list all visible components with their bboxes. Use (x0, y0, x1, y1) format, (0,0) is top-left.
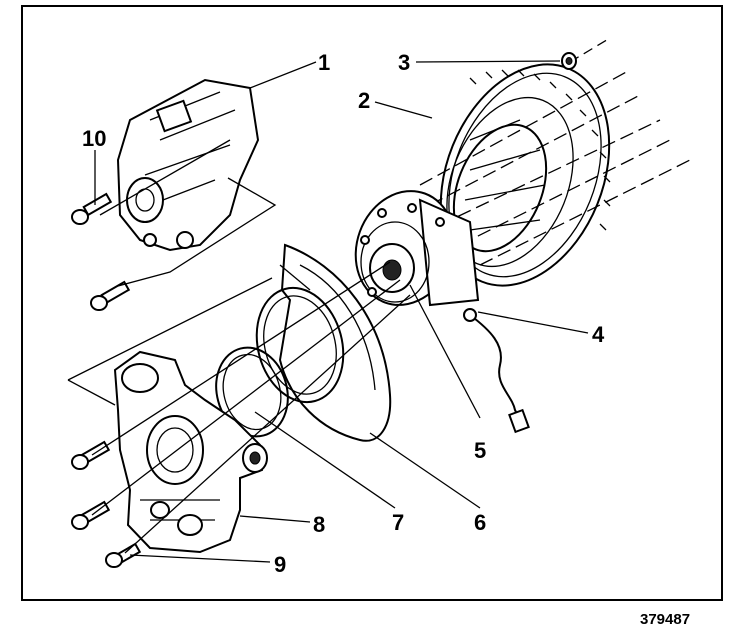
brake-rotor (439, 63, 611, 287)
hub-bolt-3 (105, 542, 142, 568)
callout-3: 3 (398, 50, 410, 75)
callout-5: 5 (474, 438, 486, 463)
caliper-bolt-lower (90, 280, 131, 311)
wheel-stud-axes (419, 37, 691, 266)
seal-ring (215, 286, 345, 438)
callout-9: 9 (274, 552, 286, 577)
callout-1: 1 (318, 50, 330, 75)
wheel-nut (561, 52, 577, 70)
brake-caliper (116, 78, 260, 252)
diagram-border (21, 5, 723, 601)
callout-10: 10 (82, 126, 106, 151)
leader-lines (94, 60, 589, 563)
callout-4: 4 (592, 322, 605, 347)
hub-bearing-assembly (354, 190, 480, 307)
callout-6: 6 (474, 510, 486, 535)
caliper-bracket-line (117, 177, 277, 287)
callout-7: 7 (392, 510, 404, 535)
knuckle-bracket-side (67, 379, 116, 406)
hub-bolt-1 (71, 440, 111, 470)
figure-id: 379487 (640, 611, 690, 628)
knuckle-bracket-line (67, 277, 273, 381)
steering-knuckle (113, 350, 268, 554)
caliper-bolt-upper (71, 192, 113, 225)
bolt-axis-lines (91, 139, 411, 554)
wheel-speed-sensor-wire (463, 308, 530, 434)
callout-2: 2 (358, 88, 370, 113)
callout-8: 8 (313, 512, 325, 537)
